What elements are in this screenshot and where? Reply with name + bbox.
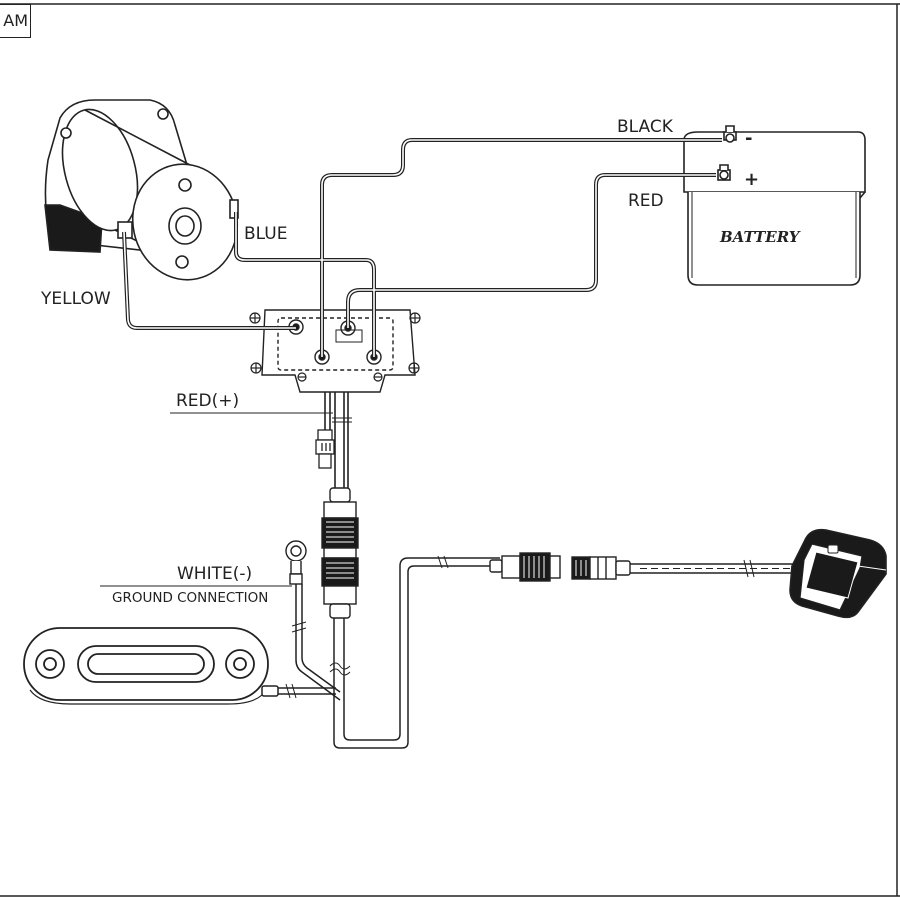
battery [683, 125, 866, 286]
ground-ring-terminal [285, 540, 307, 585]
fairlead-lead [261, 683, 336, 699]
battery-positive-terminal [717, 164, 731, 181]
remote-connector-horizontal [489, 552, 631, 582]
fairlead [23, 627, 269, 705]
label-ground-connection: GROUND CONNECTION [112, 590, 269, 606]
white-ground-wire [291, 584, 341, 701]
page-frame [0, 3, 900, 897]
label-red: RED [628, 191, 664, 211]
label-black: BLACK [617, 117, 673, 137]
control-connector-vertical [321, 487, 359, 619]
battery-negative-terminal [723, 125, 737, 143]
remote-cable [329, 555, 500, 749]
battery-label: BATTERY [720, 228, 800, 246]
frame-title: AM [0, 4, 31, 38]
control-leads [315, 392, 352, 490]
battery-negative-sign: - [745, 128, 753, 149]
control-box [249, 309, 421, 393]
winch-motor [44, 99, 239, 281]
handheld-remote [789, 528, 887, 619]
battery-positive-sign: + [744, 169, 760, 190]
red-plus-connector [315, 429, 335, 469]
label-white-minus: WHITE(-) [177, 564, 253, 584]
remote-lead [630, 559, 808, 578]
label-yellow: YELLOW [41, 289, 111, 309]
label-red-plus: RED(+) [176, 391, 240, 411]
label-blue: BLUE [244, 224, 288, 244]
